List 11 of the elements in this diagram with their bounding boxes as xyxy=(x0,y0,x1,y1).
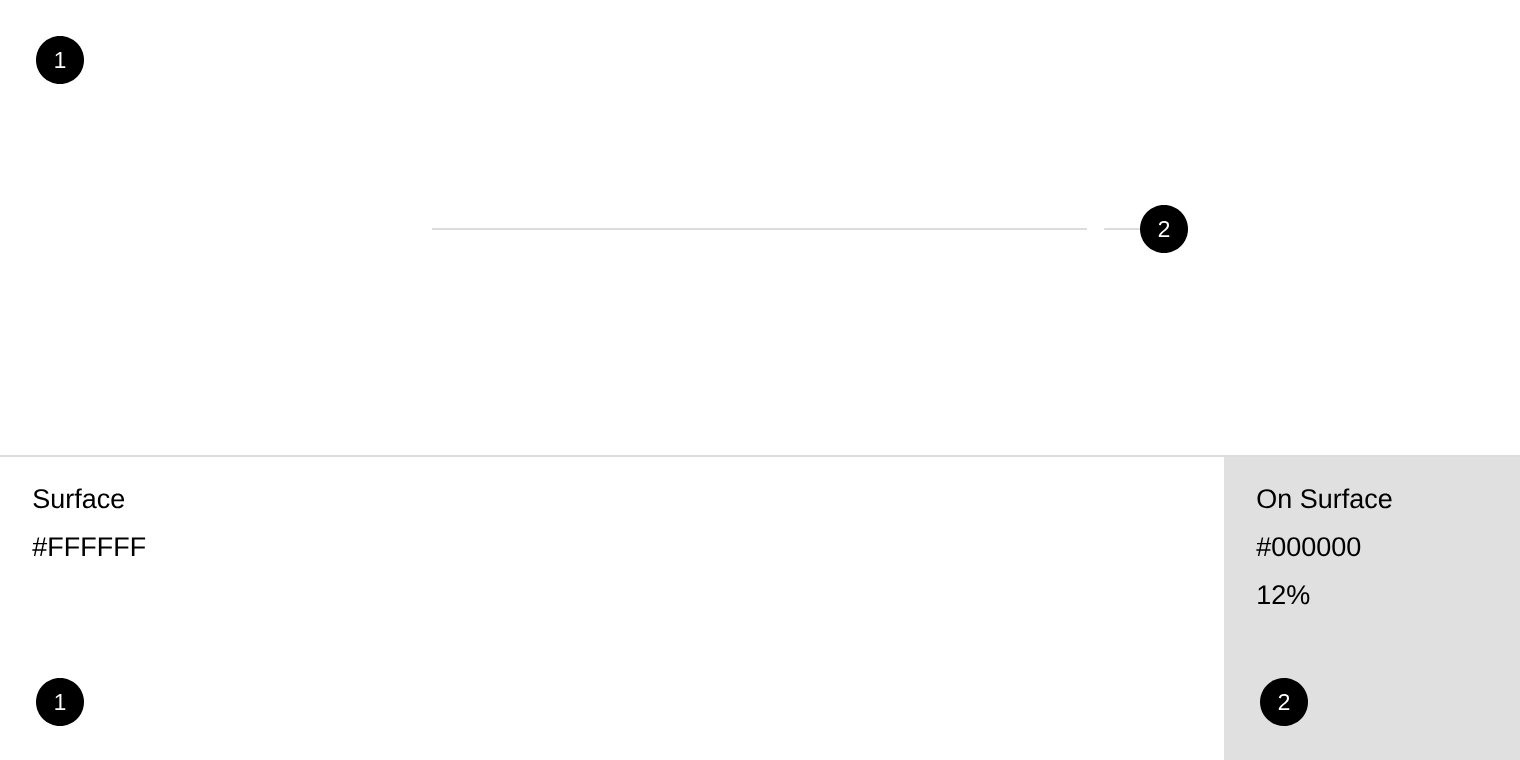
color-name: On Surface xyxy=(1257,488,1392,509)
leader-line xyxy=(1103,228,1141,230)
callout-number: 2 xyxy=(1260,678,1308,726)
color-name: Surface xyxy=(33,488,125,509)
hex-code: #FFFFFF xyxy=(32,537,146,556)
hex-code: #000000 xyxy=(1256,537,1361,557)
opacity-value: 12% xyxy=(1258,585,1310,605)
callout-number: 1 xyxy=(36,36,84,84)
divider-line xyxy=(432,228,1087,230)
callout-number: 2 xyxy=(1140,205,1188,253)
callout-number: 1 xyxy=(36,678,84,726)
